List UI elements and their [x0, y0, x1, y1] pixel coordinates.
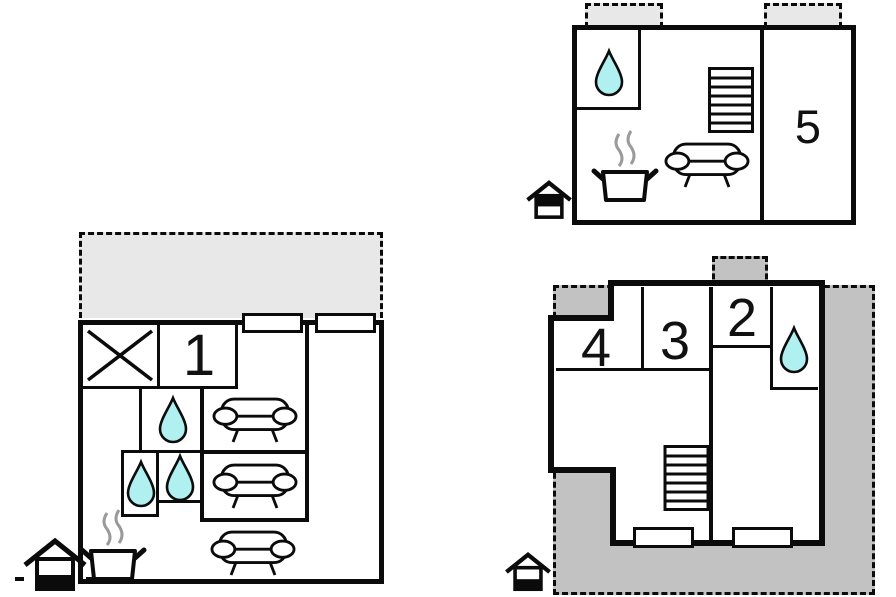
entrance-house-icon	[15, 537, 95, 591]
window	[315, 313, 376, 333]
cross-icon	[86, 329, 154, 382]
terrace-area	[79, 232, 383, 318]
wall-segment	[121, 514, 159, 517]
balcony-area	[764, 3, 842, 28]
water-drop-icon	[779, 324, 809, 374]
floor-plan-left-ground: 1	[10, 225, 410, 597]
entrance-house-icon	[526, 180, 572, 219]
room-label-1: 1	[182, 323, 216, 388]
sofa-icon	[664, 142, 750, 188]
wall-segment	[157, 325, 160, 389]
entrance-house-icon	[505, 551, 551, 592]
stairs-icon	[663, 445, 710, 511]
floor-plan-right-ground: 4 3 2	[500, 250, 896, 597]
wall-segment	[305, 325, 309, 522]
stairs-icon	[708, 67, 754, 133]
cooking-pot-icon	[79, 509, 147, 581]
wall-segment	[235, 325, 238, 389]
water-drop-icon	[158, 394, 188, 444]
wall-segment	[770, 287, 773, 390]
wall-segment	[577, 107, 641, 110]
wall-segment	[156, 500, 203, 503]
wall-segment	[83, 386, 238, 389]
balcony-area	[585, 3, 663, 28]
sofa-icon	[210, 530, 296, 576]
wall-segment	[556, 368, 712, 371]
wall-segment	[200, 450, 309, 454]
sofa-icon	[212, 463, 298, 509]
wall-segment	[772, 387, 818, 390]
room-label-3: 3	[659, 311, 691, 371]
window	[732, 527, 793, 548]
wall-segment	[709, 287, 713, 541]
floor-plan-right-upper: 5	[520, 0, 866, 232]
wall-segment	[139, 389, 142, 453]
window	[633, 527, 694, 548]
room-label-2: 2	[726, 288, 758, 348]
wall-segment	[713, 345, 772, 348]
room-label-4: 4	[580, 318, 612, 378]
cooking-pot-icon	[591, 130, 659, 202]
window	[242, 313, 303, 333]
wall-segment	[156, 450, 159, 517]
wall-segment	[121, 450, 124, 517]
water-drop-icon	[126, 458, 156, 508]
sofa-icon	[212, 397, 298, 443]
water-drop-icon	[594, 47, 624, 97]
wall-segment	[200, 518, 309, 522]
water-drop-icon	[165, 452, 195, 502]
wall-segment	[200, 389, 204, 522]
wall-segment	[641, 287, 644, 371]
room-label-5: 5	[794, 99, 822, 153]
wall-segment	[760, 30, 764, 220]
wall-segment	[638, 30, 641, 110]
building-outline	[548, 280, 825, 546]
wall-segment	[121, 450, 203, 453]
